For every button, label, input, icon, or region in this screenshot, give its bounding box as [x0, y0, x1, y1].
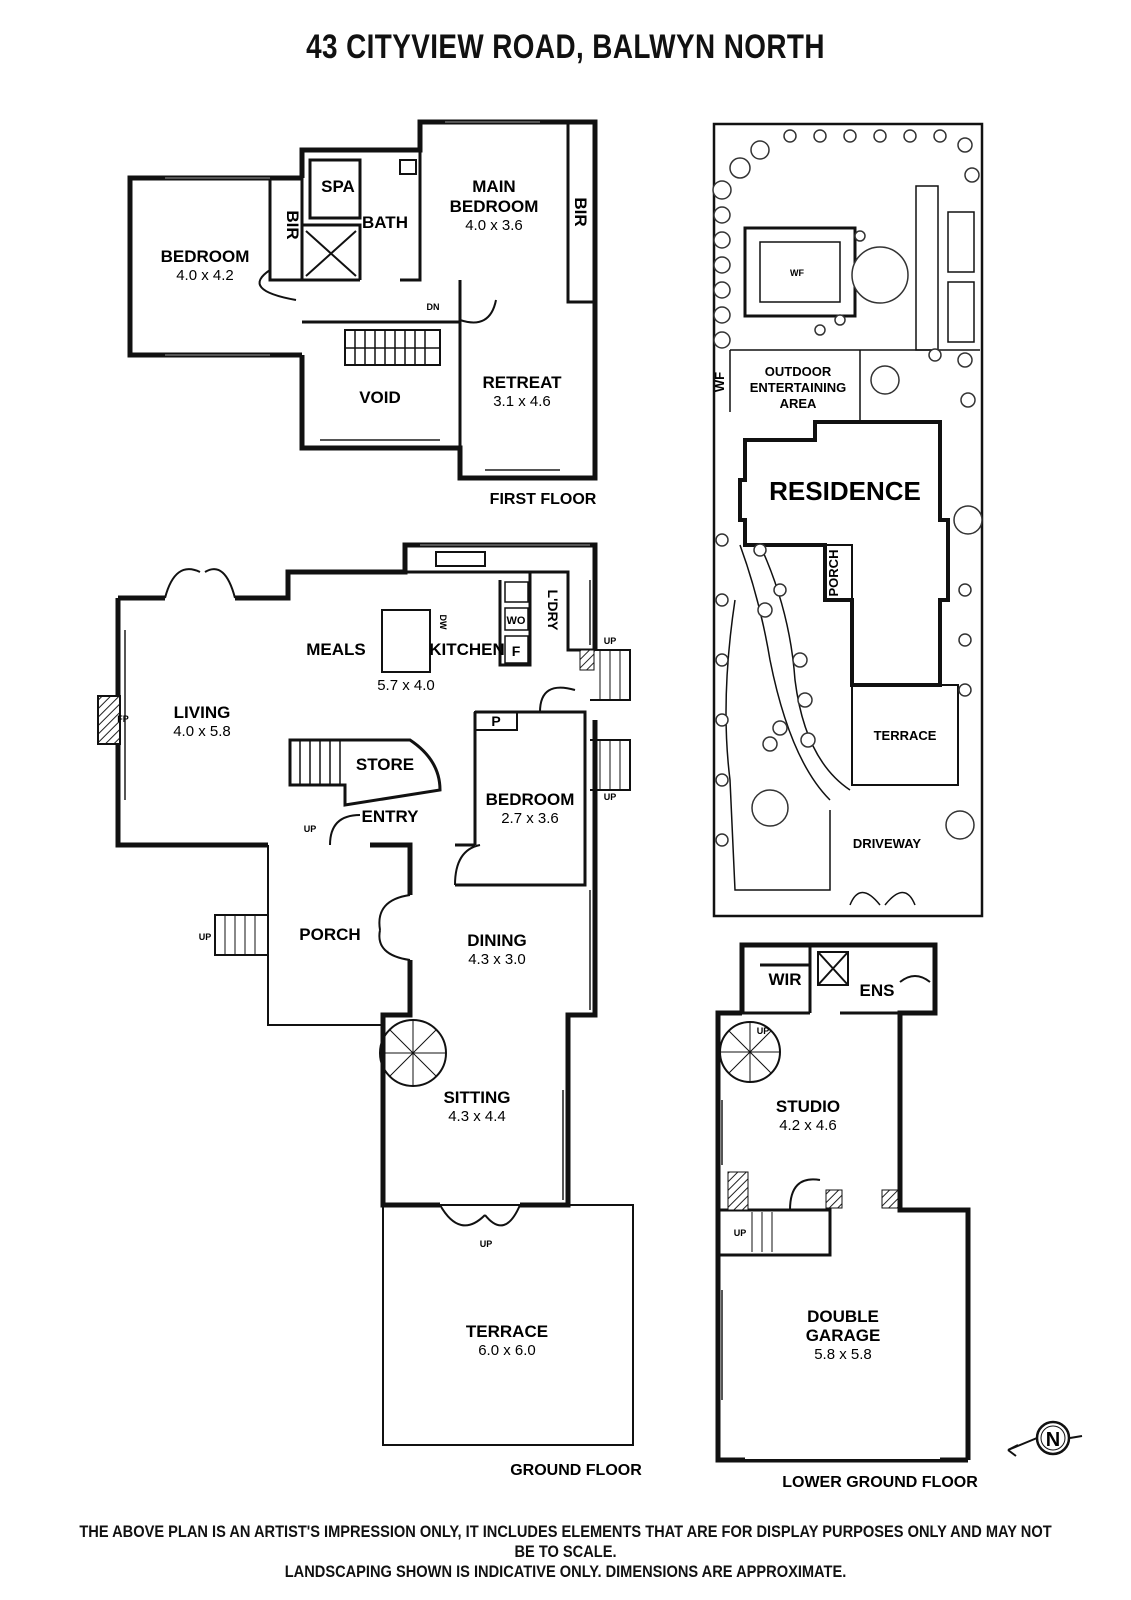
up-label-store: UP: [304, 824, 317, 834]
up-label-garage: UP: [734, 1228, 747, 1238]
lower-ground-floor-title: LOWER GROUND FLOOR: [782, 1474, 978, 1491]
terrace-dim: 6.0 x 6.0: [478, 1342, 536, 1359]
studio-dim: 4.2 x 4.6: [779, 1117, 837, 1134]
ff-bir-right: BIR: [571, 197, 590, 226]
up-label-terrace: UP: [480, 1239, 493, 1249]
sitting-dim: 4.3 x 4.4: [448, 1108, 506, 1125]
site-wf-side: WF: [712, 372, 727, 392]
compass-letter: N: [1046, 1429, 1060, 1451]
outdoor-label-2: ENTERTAINING: [750, 380, 847, 395]
dining-dim: 4.3 x 3.0: [468, 951, 526, 968]
first-floor-title: FIRST FLOOR: [490, 491, 597, 508]
spa-label: SPA: [321, 177, 355, 196]
ff-dn-label: DN: [427, 302, 440, 312]
gf-bedroom-label: BEDROOM: [486, 790, 575, 809]
ground-floor-plan: [97, 542, 634, 1446]
meals-label: MEALS: [306, 640, 366, 659]
living-label: LIVING: [174, 703, 231, 722]
lower-ground-floor-plan: [715, 942, 971, 1463]
dw-label: DW: [438, 615, 448, 630]
gf-porch-label: PORCH: [299, 925, 360, 944]
up-label-ldry: UP: [604, 636, 617, 646]
main-bedroom-label-1: MAIN: [472, 177, 515, 196]
site-plan: [712, 122, 984, 918]
entry-label: ENTRY: [362, 807, 420, 826]
pantry-label: P: [491, 713, 500, 729]
sitting-label: SITTING: [443, 1088, 510, 1107]
disclaimer-line-2: LANDSCAPING SHOWN IS INDICATIVE ONLY. DI…: [284, 1562, 847, 1581]
main-bedroom-label-2: BEDROOM: [450, 197, 539, 216]
fireplace-label: FP: [117, 714, 129, 724]
studio-label: STUDIO: [776, 1097, 840, 1116]
retreat-label: RETREAT: [482, 373, 562, 392]
retreat-dim: 3.1 x 4.6: [493, 393, 551, 410]
void-label: VOID: [359, 388, 401, 407]
disclaimer-line-1: THE ABOVE PLAN IS AN ARTIST'S IMPRESSION…: [79, 1522, 1052, 1561]
wo-label: WO: [507, 615, 526, 627]
terrace-label: TERRACE: [466, 1322, 548, 1341]
wir-label: WIR: [768, 970, 801, 989]
site-wf-pool: WF: [790, 268, 804, 278]
outdoor-label-1: OUTDOOR: [765, 364, 832, 379]
plan-title: 43 CITYVIEW ROAD, BALWYN NORTH: [306, 28, 825, 66]
gf-bedroom-dim: 2.7 x 3.6: [501, 810, 559, 827]
driveway-label: DRIVEWAY: [853, 836, 921, 851]
landscape-shrubs: [712, 129, 983, 847]
ff-bedroom-dim: 4.0 x 4.2: [176, 267, 234, 284]
garage-dim: 5.8 x 5.8: [814, 1346, 872, 1363]
garage-label-1: DOUBLE: [807, 1307, 879, 1326]
kitchen-label: KITCHEN: [429, 640, 505, 659]
kitchen-dim: 5.7 x 4.0: [377, 677, 435, 694]
bath-label: BATH: [362, 213, 408, 232]
ens-label: ENS: [860, 981, 895, 1000]
up-label-porch: UP: [199, 932, 212, 942]
ff-bedroom-label: BEDROOM: [161, 247, 250, 266]
main-bedroom-dim: 4.0 x 3.6: [465, 217, 523, 234]
dining-label: DINING: [467, 931, 527, 950]
garage-label-2: GARAGE: [806, 1326, 881, 1345]
living-dim: 4.0 x 5.8: [173, 723, 231, 740]
north-compass-icon: [1007, 1420, 1083, 1457]
laundry-label: L'DRY: [545, 590, 561, 632]
fridge-label: F: [512, 643, 521, 659]
store-label: STORE: [356, 755, 414, 774]
up-label-spiral: UP: [757, 1026, 770, 1036]
residence-label: RESIDENCE: [769, 476, 921, 506]
outdoor-label-3: AREA: [780, 396, 817, 411]
site-porch-label: PORCH: [826, 550, 841, 597]
site-terrace-label: TERRACE: [874, 728, 937, 743]
disclaimer: THE ABOVE PLAN IS AN ARTIST'S IMPRESSION…: [0, 1522, 1131, 1582]
first-floor-plan: [127, 119, 598, 481]
ground-floor-title: GROUND FLOOR: [510, 1462, 642, 1479]
ff-bir-left: BIR: [283, 210, 302, 239]
up-label-bedroom: UP: [604, 792, 617, 802]
